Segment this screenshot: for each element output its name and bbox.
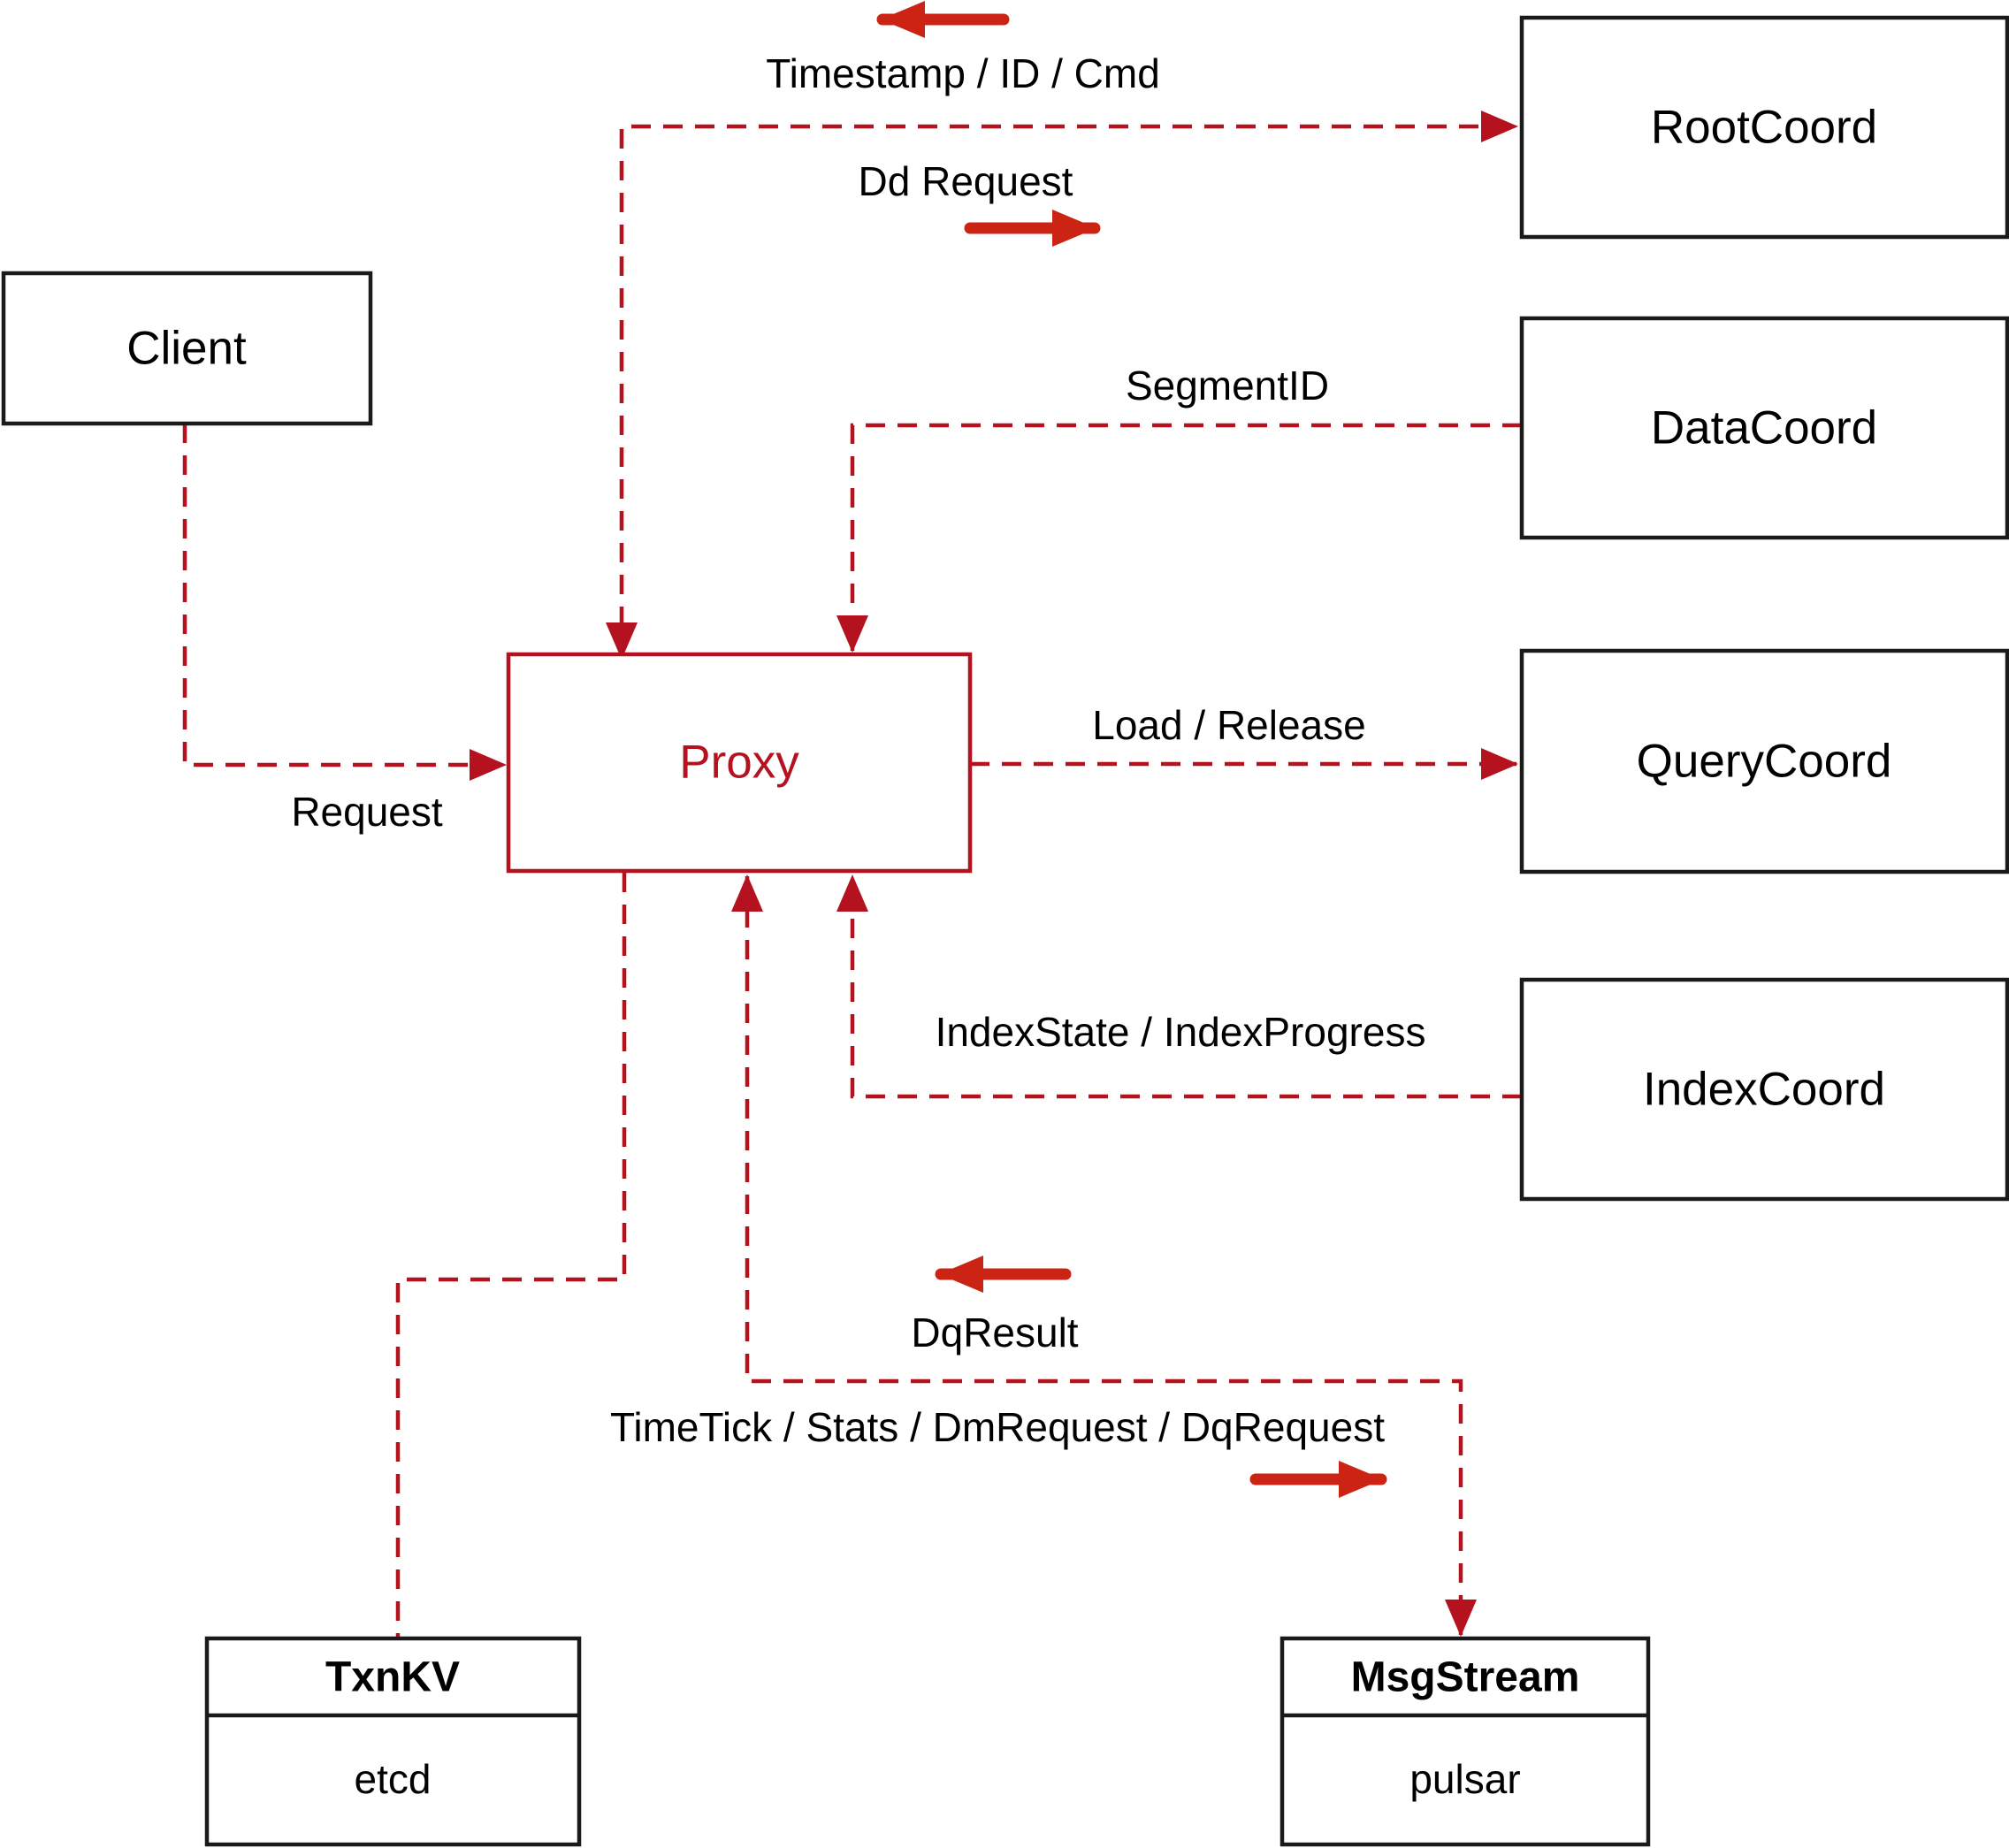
txnkv-box <box>204 1636 582 1847</box>
edge-label-timestamp-id-cmd: Timestamp / ID / Cmd <box>766 50 1160 96</box>
datacoord-box <box>1519 316 2009 540</box>
datacoord-label: DataCoord <box>1651 402 1877 454</box>
edge-label-dq-result: DqResult <box>911 1310 1078 1355</box>
proxy-box <box>506 652 973 874</box>
edge-proxy-rootcoord-bidirectional <box>606 111 1518 660</box>
edge-datacoord-to-proxy <box>836 423 1522 653</box>
node-datacoord: DataCoord <box>1519 316 2009 540</box>
txnkv-title: TxnKV <box>325 1654 460 1701</box>
client-box <box>1 271 373 426</box>
edge-label-request: Request <box>291 789 443 835</box>
indexcoord-label: IndexCoord <box>1643 1064 1885 1116</box>
node-txnkv: TxnKV etcd <box>204 1636 582 1847</box>
node-indexcoord: IndexCoord <box>1519 977 2009 1202</box>
msgstream-box <box>1279 1636 1651 1847</box>
edge-indexcoord-to-proxy <box>836 874 1522 1099</box>
msgstream-impl-label: pulsar <box>1409 1756 1520 1802</box>
querycoord-label: QueryCoord <box>1637 736 1892 788</box>
edge-label-load-release: Load / Release <box>1092 702 1365 748</box>
edge-proxy-msgstream-bidirectional <box>731 874 1477 1637</box>
edge-label-segment-id: SegmentID <box>1126 363 1329 409</box>
querycoord-box <box>1519 648 2009 874</box>
node-client: Client <box>1 271 373 426</box>
client-label: Client <box>126 323 247 375</box>
edge-label-timetick-stats: TimeTick / Stats / DmRequest / DqRequest <box>610 1404 1385 1450</box>
edge-label-dd-request: Dd Request <box>859 158 1073 204</box>
rootcoord-box <box>1519 15 2009 240</box>
node-proxy: Proxy <box>506 652 973 874</box>
edge-proxy-to-txnkv <box>395 873 627 1638</box>
edge-label-index-state-progress: IndexState / IndexProgress <box>936 1009 1426 1055</box>
rootcoord-label: RootCoord <box>1651 102 1877 154</box>
node-msgstream: MsgStream pulsar <box>1279 1636 1651 1847</box>
msgstream-title: MsgStream <box>1351 1654 1580 1701</box>
edge-client-to-proxy <box>182 424 507 781</box>
node-querycoord: QueryCoord <box>1519 648 2009 874</box>
node-rootcoord: RootCoord <box>1519 15 2009 240</box>
proxy-label: Proxy <box>679 737 799 789</box>
indexcoord-box <box>1519 977 2009 1202</box>
txnkv-impl-label: etcd <box>355 1756 432 1802</box>
